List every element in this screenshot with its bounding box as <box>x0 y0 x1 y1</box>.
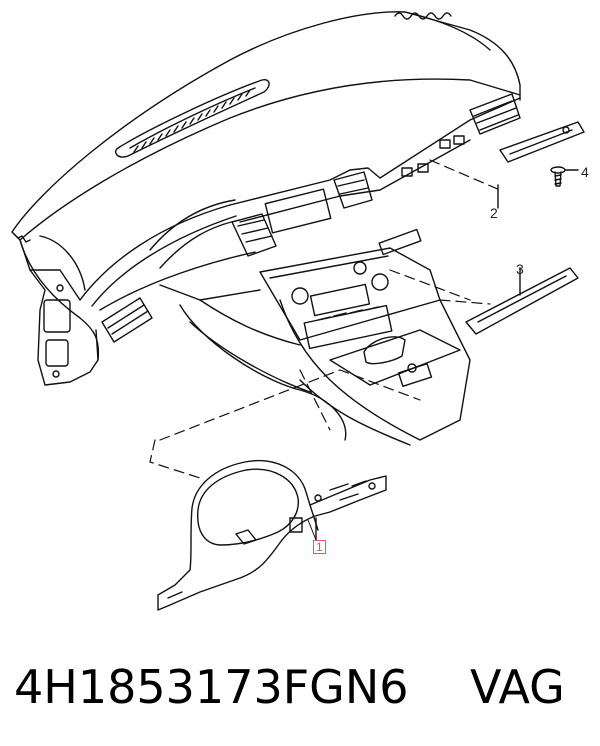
knee-panel <box>159 284 347 441</box>
defrost-vent <box>114 78 270 158</box>
part-3-trim-strip <box>465 267 579 335</box>
part-1-leader <box>307 519 317 541</box>
part-4-screw <box>550 166 579 187</box>
callout-part-1: 1 <box>313 540 326 554</box>
part-1-cluster-cover <box>157 460 387 611</box>
dashboard-top <box>11 11 521 241</box>
brand-label: VAG <box>470 660 565 714</box>
dashboard-fascia <box>19 97 521 361</box>
dashboard-exploded-diagram <box>11 11 585 611</box>
part-2-trim-strip <box>497 121 585 209</box>
dash-buttons <box>378 135 465 256</box>
callout-part-4: 4 <box>581 164 589 180</box>
left-vent <box>101 297 153 343</box>
center-vents <box>231 171 373 257</box>
center-stack <box>259 247 441 350</box>
callout-part-2: 2 <box>490 205 498 221</box>
right-vent <box>469 93 521 135</box>
callout-part-3: 3 <box>516 261 524 277</box>
left-side-bracket <box>11 231 99 386</box>
assembly-guides <box>149 159 501 479</box>
part-number-label: 4H1853173FGN6 <box>14 660 409 714</box>
